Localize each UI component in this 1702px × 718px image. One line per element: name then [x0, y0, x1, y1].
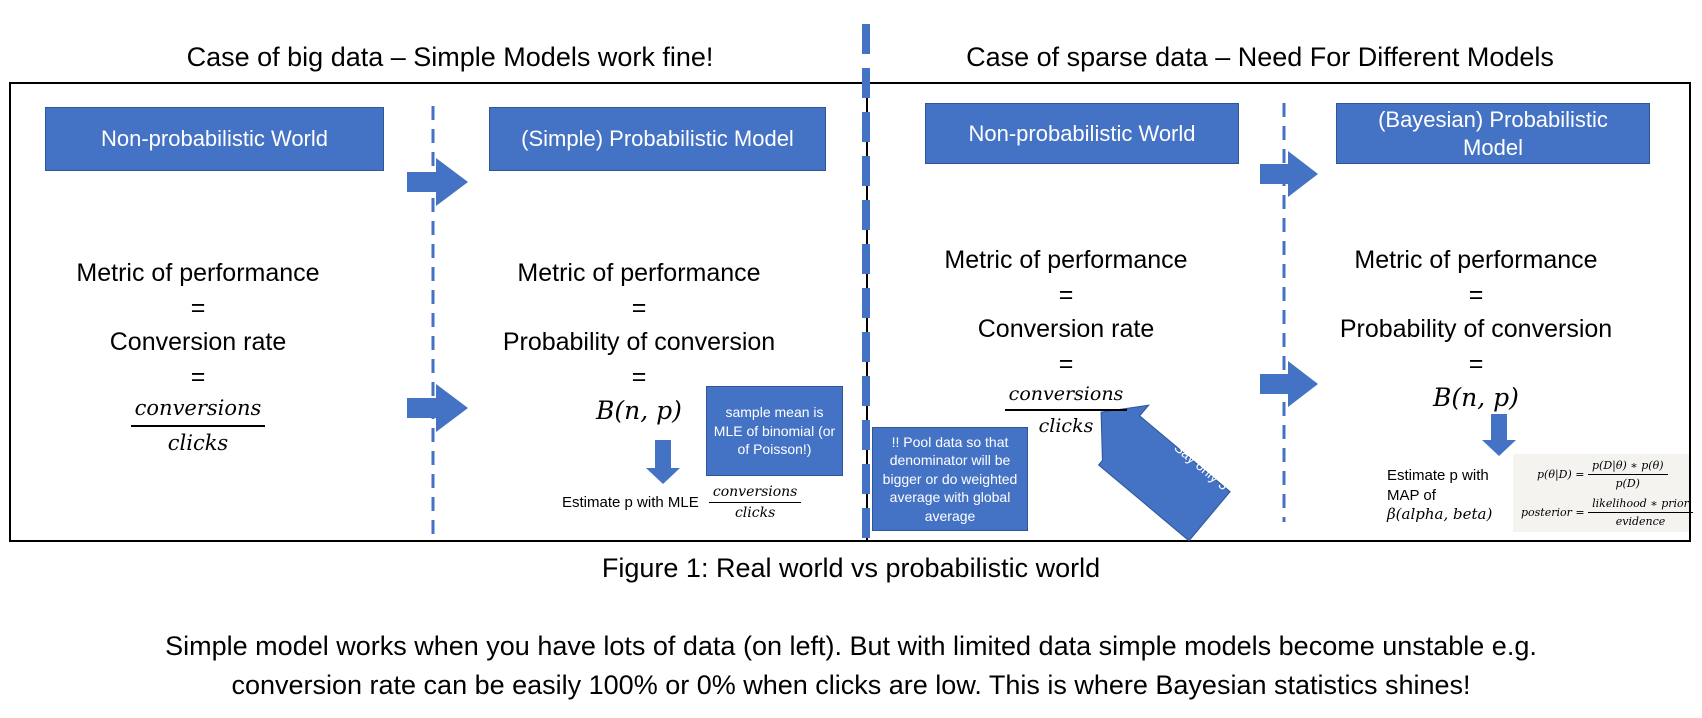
figure-caption: Figure 1: Real world vs probabilistic wo…: [601, 553, 1101, 583]
equals-sign: =: [1468, 349, 1484, 378]
conversion-fraction: conversions clicks: [1004, 381, 1128, 439]
fraction-numerator: conversions: [130, 394, 266, 427]
posterior-lhs: posterior =: [1521, 506, 1585, 519]
right-model-box: (Bayesian) Probabilistic Model: [1336, 103, 1650, 164]
equals-sign: =: [1468, 280, 1484, 309]
posterior-rule: posterior = likelihood ∗ prior evidence: [1521, 497, 1693, 528]
fraction-denominator: clicks: [1038, 415, 1094, 438]
estimate-fraction: conversions clicks: [708, 484, 802, 521]
probability-label: Probability of conversion: [1339, 315, 1613, 343]
equals-sign: =: [190, 293, 206, 322]
equals-sign: =: [190, 362, 206, 391]
bayes-rule: p(θ|D) = p(D|θ) ∗ p(θ) p(D): [1537, 459, 1668, 490]
conversion-rate-label: Conversion rate: [109, 328, 287, 356]
bayes-numerator: p(D|θ) ∗ p(θ): [1588, 459, 1668, 475]
metric-title: Metric of performance: [517, 259, 761, 287]
posterior-fraction: likelihood ∗ prior evidence: [1588, 497, 1693, 528]
equals-sign: =: [1058, 280, 1074, 309]
right-world-metric: Metric of performance = Conversion rate …: [926, 243, 1206, 439]
fraction-numerator: conversions: [1004, 381, 1128, 412]
left-heading: Case of big data – Simple Models work fi…: [186, 42, 714, 72]
summary-line-1: Simple model works when you have lots of…: [165, 631, 1537, 661]
metric-title: Metric of performance: [1354, 246, 1598, 274]
left-model-box: (Simple) Probabilistic Model: [489, 107, 826, 171]
left-world-metric: Metric of performance = Conversion rate …: [45, 256, 351, 458]
equals-sign: =: [631, 293, 647, 322]
conversion-fraction: conversions clicks: [130, 394, 266, 458]
pool-data-note: !! Pool data so that denominator will be…: [872, 427, 1028, 531]
right-world-box: Non-probabilistic World: [925, 103, 1239, 164]
binomial-expression: B(n, p): [596, 396, 682, 425]
estimate-label: Estimate p with MLE: [562, 494, 699, 511]
left-world-box: Non-probabilistic World: [45, 107, 384, 171]
down-arrow-icon: [1482, 414, 1516, 456]
fraction-numerator: conversions: [708, 484, 802, 503]
right-arrow-icon: [407, 158, 468, 206]
posterior-numerator: likelihood ∗ prior: [1588, 497, 1693, 513]
summary-text: Simple model works when you have lots of…: [60, 627, 1642, 705]
bayes-fraction: p(D|θ) ∗ p(θ) p(D): [1588, 459, 1668, 490]
bayes-formula-panel: p(θ|D) = p(D|θ) ∗ p(θ) p(D) posterior = …: [1513, 454, 1693, 532]
posterior-denominator: evidence: [1615, 515, 1666, 528]
right-estimate: Estimate p with MAP of β(alpha, beta): [1387, 466, 1512, 525]
probability-label: Probability of conversion: [502, 328, 776, 356]
binomial-expression: B(n, p): [1433, 383, 1519, 412]
beta-distribution: β(alpha, beta): [1387, 505, 1493, 523]
mle-note: sample mean is MLE of binomial (or of Po…: [706, 386, 843, 476]
left-model-metric: Metric of performance = Probability of c…: [476, 256, 802, 429]
fraction-denominator: clicks: [734, 505, 776, 521]
bayes-denominator: p(D): [1615, 477, 1640, 490]
bayes-lhs: p(θ|D) =: [1537, 468, 1585, 481]
conversion-rate-label: Conversion rate: [977, 315, 1155, 343]
right-arrow-icon: [407, 384, 468, 432]
diagram-frame: [9, 82, 1691, 542]
equals-sign: =: [1058, 349, 1074, 378]
right-heading: Case of sparse data – Need For Different…: [966, 42, 1554, 72]
left-estimate: Estimate p with MLE conversions clicks: [562, 484, 822, 521]
right-model-metric: Metric of performance = Probability of c…: [1326, 243, 1626, 416]
down-arrow-icon: [646, 440, 680, 484]
fraction-denominator: clicks: [167, 430, 229, 455]
right-arrow-icon: [1260, 151, 1318, 197]
metric-title: Metric of performance: [944, 246, 1188, 274]
metric-title: Metric of performance: [76, 259, 320, 287]
summary-line-2: conversion rate can be easily 100% or 0%…: [231, 670, 1471, 701]
equals-sign: =: [631, 362, 647, 391]
estimate-label: Estimate p with MAP of: [1387, 467, 1489, 504]
diagonal-arrow-icon: [1097, 404, 1231, 542]
right-arrow-icon: [1260, 361, 1318, 407]
